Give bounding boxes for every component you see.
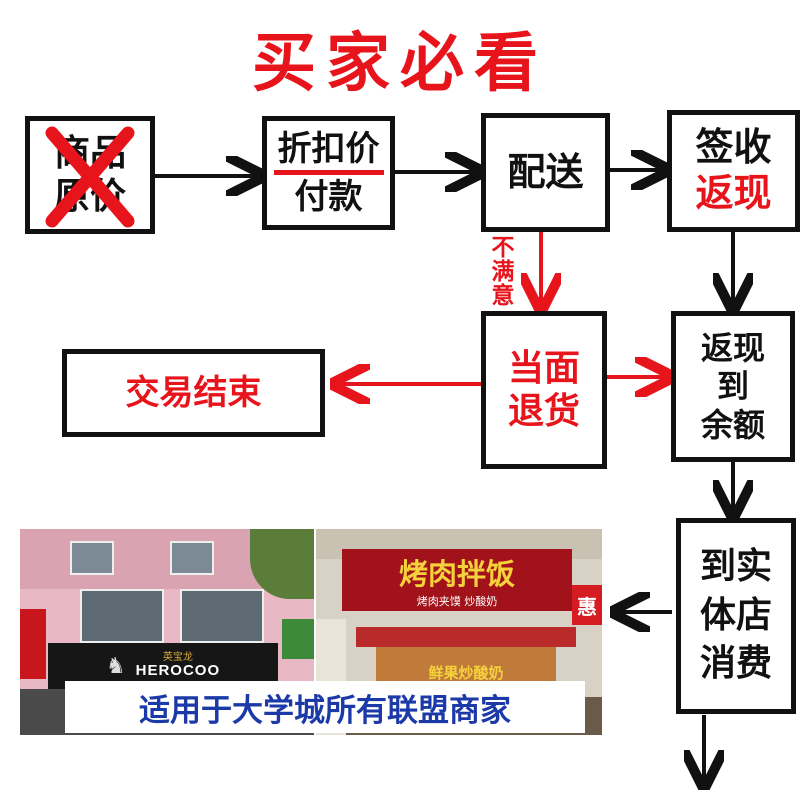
box-cashback-balance-line2: 到 bbox=[716, 367, 749, 406]
box-deal-end: 交易结束 bbox=[62, 349, 325, 437]
yogurt-sign-text: 鲜果炒酸奶 bbox=[428, 663, 504, 682]
window bbox=[180, 589, 264, 643]
box-store-spend-line1: 到实 bbox=[699, 546, 772, 588]
not-satisfied-char: 满 bbox=[491, 259, 515, 286]
box-return-goods-line1: 当面 bbox=[507, 347, 580, 389]
side-promo-text: 惠 bbox=[577, 594, 597, 619]
herocoo-sign-cn: 英宝龙 bbox=[162, 652, 193, 664]
cross-out-icon bbox=[45, 126, 135, 228]
box-store-spend-line2: 体店 bbox=[699, 594, 772, 636]
box-discount-pay: 折扣价 付款 bbox=[262, 116, 395, 230]
bbq-sign-sub: 烤肉夹馍 炒酸奶 bbox=[416, 595, 498, 608]
box-sign-cashback: 签收 返现 bbox=[667, 110, 800, 232]
page-title: 买家必看 bbox=[252, 27, 548, 101]
box-deal-end-line1: 交易结束 bbox=[125, 372, 262, 413]
box-return-goods-line2: 退货 bbox=[507, 391, 580, 432]
box-delivery-line1: 配送 bbox=[507, 149, 584, 194]
box-original-price: 商品 原价 bbox=[25, 116, 155, 234]
side-sign-green bbox=[282, 619, 314, 659]
box-cashback-balance-line3: 余额 bbox=[700, 405, 765, 444]
window bbox=[170, 541, 214, 575]
window bbox=[70, 541, 114, 575]
window bbox=[80, 589, 164, 643]
not-satisfied-label: 不 满 意 bbox=[487, 235, 519, 310]
horse-logo-icon: ♞ bbox=[105, 653, 126, 679]
box-discount-pay-line1: 折扣价 bbox=[273, 129, 384, 175]
herocoo-sign-text: HEROCOO bbox=[135, 662, 221, 680]
not-satisfied-char: 不 bbox=[491, 235, 515, 261]
box-sign-cashback-line2: 返现 bbox=[695, 171, 772, 215]
box-sign-cashback-line1: 签收 bbox=[695, 125, 772, 170]
box-discount-pay-line2: 付款 bbox=[294, 176, 363, 217]
box-store-spend-line3: 消费 bbox=[699, 643, 772, 685]
box-store-spend: 到实 体店 消费 bbox=[676, 518, 796, 714]
photos-caption: 适用于大学城所有联盟商家 bbox=[65, 681, 585, 733]
bbq-sign-title: 烤肉拌饭 bbox=[398, 557, 515, 591]
box-cashback-balance: 返现 到 余额 bbox=[671, 311, 795, 462]
box-delivery: 配送 bbox=[481, 113, 610, 232]
box-return-goods: 当面 退货 bbox=[481, 311, 607, 469]
side-promo-sign: 惠 bbox=[572, 585, 602, 625]
not-satisfied-char: 意 bbox=[491, 283, 515, 310]
awning bbox=[356, 627, 576, 647]
side-sign-red bbox=[20, 609, 46, 679]
box-cashback-balance-line1: 返现 bbox=[700, 328, 765, 367]
bbq-signboard: 烤肉拌饭 烤肉夹馍 炒酸奶 bbox=[342, 549, 572, 611]
